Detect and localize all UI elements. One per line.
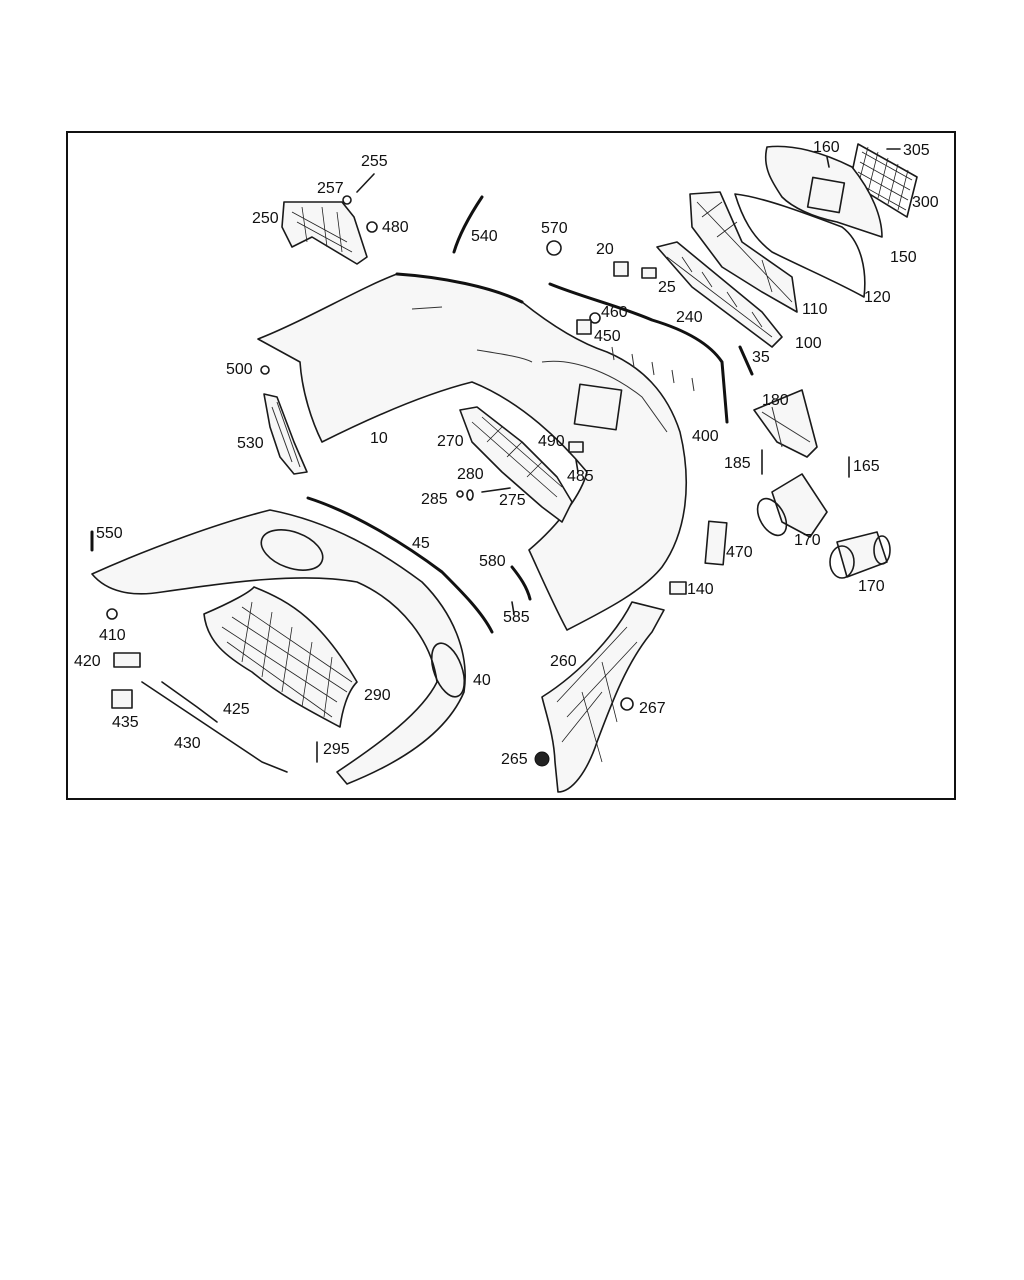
callout-420: 420	[74, 653, 101, 670]
callout-435: 435	[112, 714, 139, 731]
callout-570: 570	[541, 220, 568, 237]
exhaust-tip-170-upper	[756, 473, 828, 538]
wiring-430	[141, 681, 288, 773]
callout-530: 530	[237, 435, 264, 452]
callout-120: 120	[864, 289, 891, 306]
trim-strip-580	[510, 565, 532, 601]
callout-470: 470	[726, 544, 753, 561]
callout-10: 10	[370, 430, 388, 447]
callout-100: 100	[795, 335, 822, 352]
callout-425: 425	[223, 701, 250, 718]
parts-diagram: 10 20 25 35 40 45 100 110 120 140 150 16…	[74, 139, 939, 793]
diffuser-panel-40	[91, 496, 494, 785]
callout-275: 275	[499, 492, 526, 509]
callout-170-lower: 170	[858, 578, 885, 595]
bracket-100	[656, 241, 783, 348]
callout-305: 305	[903, 142, 930, 159]
callout-460: 460	[601, 304, 628, 321]
callout-140: 140	[687, 581, 714, 598]
wiring-425	[161, 681, 218, 723]
callout-550: 550	[96, 525, 123, 542]
callout-20: 20	[596, 241, 614, 258]
callout-250: 250	[252, 210, 279, 227]
callout-45: 45	[412, 535, 430, 552]
bracket-110	[689, 191, 798, 313]
diagram-frame: 10 20 25 35 40 45 100 110 120 140 150 16…	[66, 131, 956, 800]
callout-300: 300	[912, 194, 939, 211]
callout-267: 267	[639, 700, 666, 717]
callout-480: 480	[382, 219, 409, 236]
trim-strip-35	[738, 345, 754, 376]
exhaust-tip-170-lower	[829, 531, 891, 579]
callout-410: 410	[99, 627, 126, 644]
callout-260: 260	[550, 653, 577, 670]
callout-585: 585	[503, 609, 530, 626]
callout-40: 40	[473, 672, 491, 689]
callout-35: 35	[752, 349, 770, 366]
callout-400: 400	[692, 428, 719, 445]
callout-265: 265	[501, 751, 528, 768]
callout-295: 295	[323, 741, 350, 758]
callout-170-upper: 170	[794, 532, 821, 549]
bracket-180	[753, 389, 818, 458]
callout-490: 490	[538, 433, 565, 450]
callout-285: 285	[421, 491, 448, 508]
callout-450: 450	[594, 328, 621, 345]
callout-25: 25	[658, 279, 676, 296]
side-cover-120	[734, 145, 883, 298]
callout-255: 255	[361, 153, 388, 170]
callout-160: 160	[813, 139, 840, 156]
callout-580: 580	[479, 553, 506, 570]
side-bracket-260	[541, 601, 665, 793]
callout-270: 270	[437, 433, 464, 450]
callout-290: 290	[364, 687, 391, 704]
sensor-470	[704, 520, 728, 566]
callout-labels: 10 20 25 35 40 45 100 110 120 140 150 16…	[74, 139, 939, 768]
bracket-250	[281, 201, 368, 265]
bracket-530	[263, 393, 308, 475]
callout-165: 165	[853, 458, 880, 475]
callout-280: 280	[457, 466, 484, 483]
fastener-parts	[106, 148, 901, 767]
callout-185: 185	[724, 455, 751, 472]
callout-485: 485	[567, 468, 594, 485]
lower-carrier-290	[203, 586, 358, 728]
callout-180: 180	[762, 392, 789, 409]
bumper-cover-10	[257, 272, 729, 631]
callout-540: 540	[471, 228, 498, 245]
callout-240: 240	[676, 309, 703, 326]
callout-150: 150	[890, 249, 917, 266]
bracket-270	[459, 406, 573, 523]
trim-strip-540	[452, 195, 484, 254]
callout-257: 257	[317, 180, 344, 197]
callout-110: 110	[802, 301, 828, 318]
callout-430: 430	[174, 735, 201, 752]
callout-500: 500	[226, 361, 253, 378]
